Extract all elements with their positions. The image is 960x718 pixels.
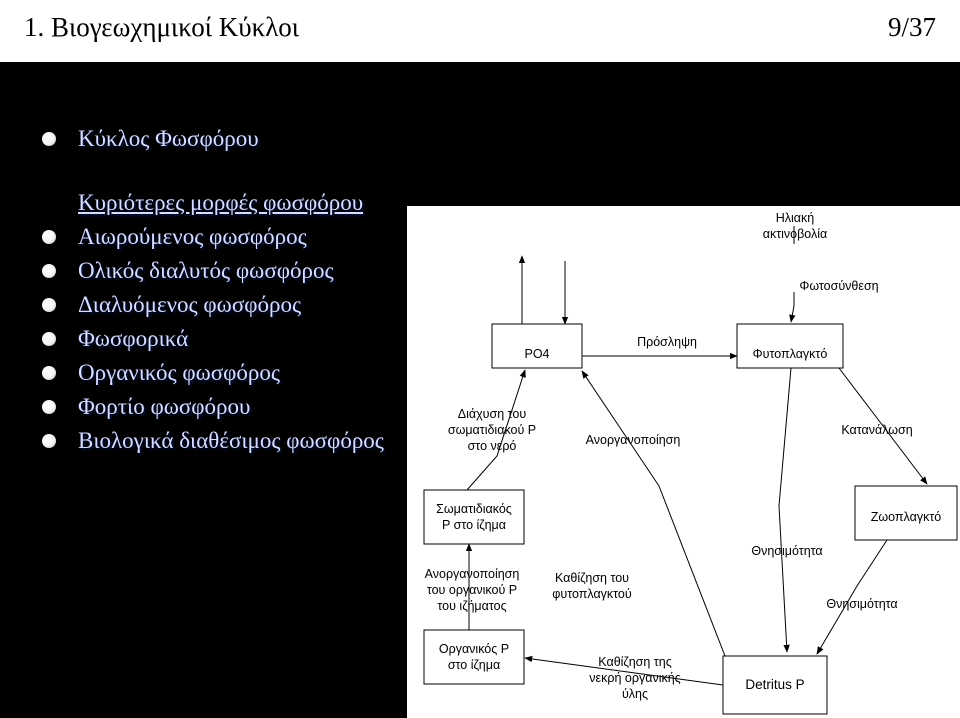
diagram-connectors <box>423 226 958 715</box>
bullet-dot-icon <box>42 434 56 448</box>
bullet-item: Αιωρούμενος φωσφόρος <box>42 220 307 254</box>
diffusion-label: Διάχυση του σωματιδιακού P στο νερό <box>447 407 537 453</box>
particulate-p-label: Σωματιδιακός P στο ίζημα <box>436 502 512 532</box>
phosphorus-cycle-diagram: Ηλιακή ακτινοβολία Φωτοσύνθεση PO4 Πρόσλ… <box>407 206 960 718</box>
po4-box <box>491 323 583 369</box>
bullet-item-label: Ολικός διαλυτός φωσφόρος <box>78 258 334 283</box>
phytoplankton-label: Φυτοπλαγκτό <box>752 347 828 361</box>
bullet-item: Κύκλος Φωσφόρου <box>42 122 259 156</box>
phytoplankton-settling-label: Καθίζηση του φυτοπλαγκτού <box>552 571 632 601</box>
bullet-dot-icon <box>42 132 56 146</box>
slide-header: 1. Βιογεωχημικοί Κύκλοι 9/37 <box>0 0 960 62</box>
solar-radiation-label: Ηλιακή ακτινοβολία <box>762 211 828 241</box>
bullet-item: Ολικός διαλυτός φωσφόρος <box>42 254 334 288</box>
bullet-item: Φορτίο φωσφόρου <box>42 390 250 424</box>
phytoplankton-box <box>736 323 844 369</box>
bullet-item-label: Αιωρούμενος φωσφόρος <box>78 224 307 249</box>
sediment-mineralization-label: Ανοργανοποίηση του οργανικού P του ιζήμα… <box>424 567 520 613</box>
uptake-label: Πρόσληψη <box>637 335 697 349</box>
bullet-item: Οργανικός φωσφόρος <box>42 356 280 390</box>
mortality-label: Θνησιμότητα <box>826 597 898 611</box>
dead-matter-settling-label: Καθίζηση της νεκρή οργανικής ύλης <box>589 655 681 701</box>
bullet-item: Βιολογικά διαθέσιμος φωσφόρος <box>42 424 384 458</box>
particulate-p-box <box>423 489 525 545</box>
bullet-dot-icon <box>42 298 56 312</box>
zooplankton-label: Ζωοπλαγκτό <box>870 510 942 524</box>
bullet-item: Φωσφορικά <box>42 322 188 356</box>
bullet-dot-icon <box>42 332 56 346</box>
bullet-item-label: Οργανικός φωσφόρος <box>78 360 281 385</box>
detritus-label: Detritus P <box>745 677 805 692</box>
bullet-main: Κύκλος Φωσφόρου <box>78 126 259 151</box>
bullet-dot-icon <box>42 264 56 278</box>
organic-p-label: Οργανικός P στο ίζημα <box>438 642 510 672</box>
bullet-item-label: Φορτίο φωσφόρου <box>78 394 251 419</box>
bullet-dot-icon <box>42 400 56 414</box>
bullet-item-label: Φωσφορικά <box>78 326 189 351</box>
organic-p-box <box>423 629 525 685</box>
bullet-subhead: Κυριότερες μορφές φωσφόρου <box>78 190 364 215</box>
bullet-item-label: Διαλυόμενος φωσφόρος <box>78 292 302 317</box>
page-number: 9/37 <box>887 12 936 42</box>
detritus-box <box>722 655 828 715</box>
bullet-dot-icon <box>42 230 56 244</box>
po4-label: PO4 <box>524 347 550 361</box>
zooplankton-box <box>854 485 958 541</box>
bullet-item: Διαλυόμενος φωσφόρος <box>42 288 301 322</box>
bullet-subhead-row: Κυριότερες μορφές φωσφόρου <box>42 186 363 220</box>
photosynthesis-label: Φωτοσύνθεση <box>799 279 879 293</box>
bullet-item-label: Βιολογικά διαθέσιμος φωσφόρος <box>78 428 384 453</box>
mortality-label: Θνησιμότητα <box>751 544 823 558</box>
mineralization-label: Ανοργανοποίηση <box>585 433 681 447</box>
slide-title: 1. Βιογεωχημικοί Κύκλοι <box>24 12 300 42</box>
consumption-label: Κατανάλωση <box>841 423 913 437</box>
bullet-dot-icon <box>42 366 56 380</box>
